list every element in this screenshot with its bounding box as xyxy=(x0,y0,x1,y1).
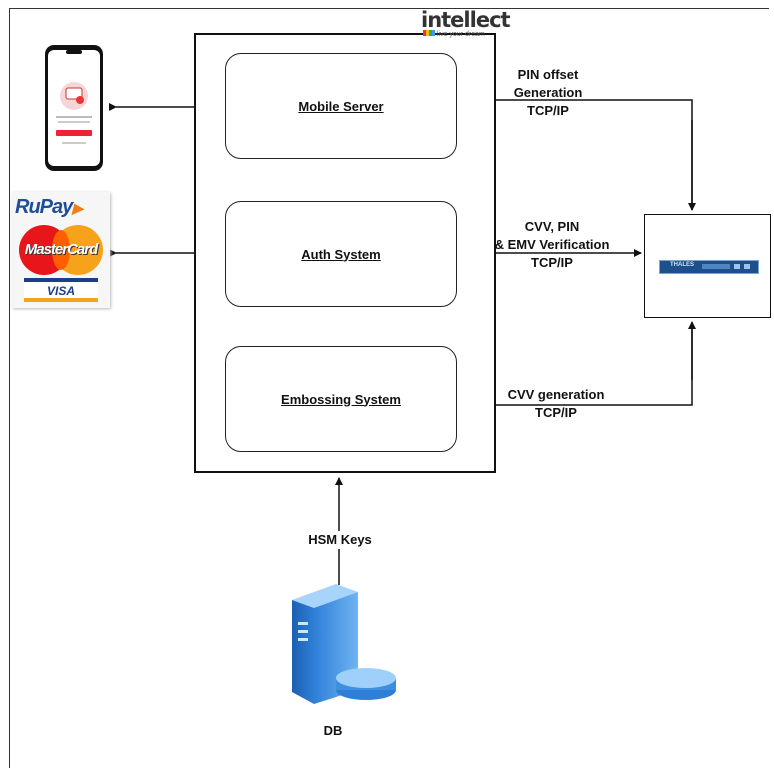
embossing-system-box: Embossing System xyxy=(225,346,457,452)
cvv-generation-label: CVV generation TCP/IP xyxy=(507,387,605,420)
pin-offset-label: PIN offset Generation TCP/IP xyxy=(513,67,583,118)
database-server-icon xyxy=(292,584,396,704)
diagram-frame xyxy=(9,8,769,768)
logo-wordmark: intellect xyxy=(421,8,511,32)
visa-logo: VISA xyxy=(24,278,98,302)
mastercard-wordmark: MasterCard xyxy=(24,241,99,258)
mastercard-logo xyxy=(19,225,103,275)
hsm-device-image: THALES xyxy=(659,260,759,274)
card-brands-logos: RuPay▶ MasterCard VISA xyxy=(12,192,110,308)
intellect-logo: intellect live your dream xyxy=(421,8,511,39)
mobile-server-label: Mobile Server xyxy=(298,98,384,114)
embossing-system-label: Embossing System xyxy=(281,391,401,407)
logo-tagline: live your dream xyxy=(423,30,510,39)
hsm-keys-label: HSM Keys xyxy=(300,531,380,549)
mobile-phone-icon xyxy=(45,45,103,171)
auth-system-box: Auth System xyxy=(225,201,457,307)
db-label: DB xyxy=(323,723,343,738)
hsm-box: THALES xyxy=(644,214,771,318)
cvv-pin-label: CVV, PIN & EMV Verification TCP/IP xyxy=(494,219,610,270)
rupay-logo: RuPay▶ xyxy=(15,196,83,218)
mobile-server-box: Mobile Server xyxy=(225,53,457,159)
auth-system-label: Auth System xyxy=(301,246,381,262)
